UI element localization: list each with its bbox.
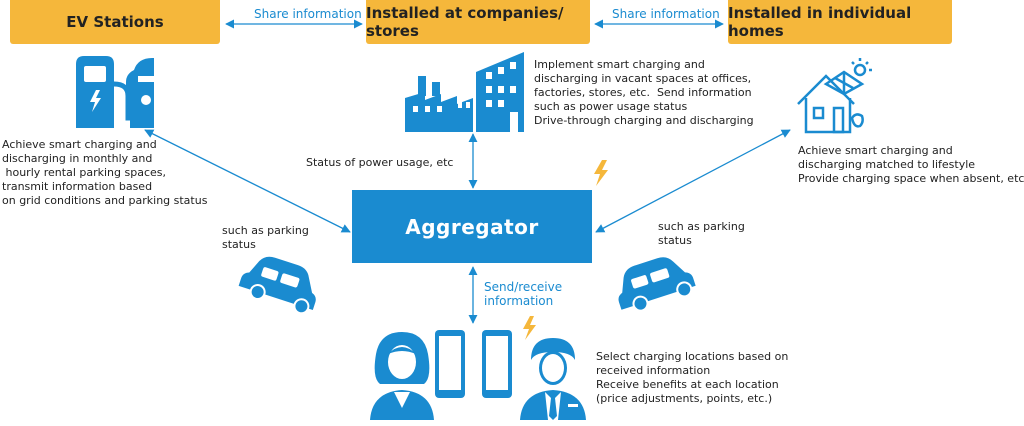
home-aggregator-arrow: [595, 129, 791, 233]
homes-description: Achieve smart charging and discharging m…: [798, 144, 1024, 185]
ev-description: Achieve smart charging and discharging i…: [2, 138, 208, 207]
smartphone-icon: [435, 330, 465, 398]
parking-label-left: such as parking status: [222, 224, 309, 251]
users-description: Select charging locations based on recei…: [596, 350, 789, 405]
ev-aggregator-arrow: [144, 129, 351, 233]
companies-description: Implement smart charging and discharging…: [534, 58, 754, 127]
man-user-icon: [520, 338, 586, 420]
homes-title: Installed in individual homes: [728, 4, 912, 40]
lightning-icon: [523, 316, 536, 340]
car-left-icon: [238, 256, 316, 315]
share-label-left: Share information: [254, 7, 362, 21]
solar-house-icon: [797, 58, 872, 134]
smartphone-icon: [482, 330, 512, 398]
companies-box: Installed at companies/ stores: [366, 0, 590, 44]
aggregator-box: Aggregator: [352, 190, 592, 263]
lightning-icon: [594, 160, 608, 186]
ev-charger-car-icon: [76, 56, 154, 128]
homes-box: Installed in individual homes: [728, 0, 952, 44]
companies-title: Installed at companies/ stores: [366, 4, 564, 40]
parking-label-right: such as parking status: [658, 220, 745, 247]
car-right-icon: [618, 257, 696, 312]
woman-user-icon: [370, 332, 434, 420]
status-power-label: Status of power usage, etc: [306, 156, 454, 169]
ev-stations-box: EV Stations: [10, 0, 220, 44]
share-label-right: Share information: [612, 7, 720, 21]
factory-building-icon: [405, 52, 524, 132]
aggregator-title: Aggregator: [405, 214, 539, 239]
send-receive-label: Send/receive information: [484, 280, 563, 308]
ev-stations-title: EV Stations: [66, 13, 164, 31]
